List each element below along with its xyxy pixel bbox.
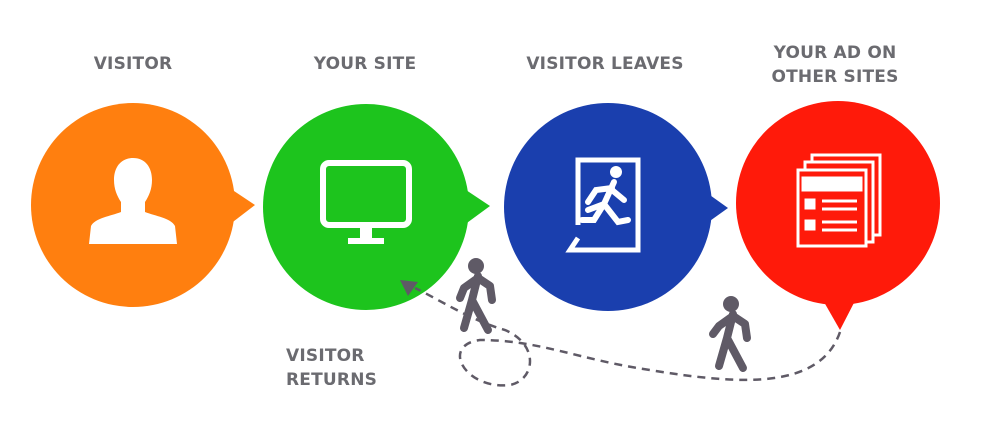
your-ad-bubble: [736, 101, 940, 330]
return-arrowhead: [400, 280, 418, 296]
web-pages-icon: [796, 153, 882, 248]
monitor-icon: [320, 160, 412, 244]
step-label-visitor-leaves: VISITOR LEAVES: [526, 54, 684, 74]
walking-person-icon: [709, 296, 751, 372]
exit-door-icon: [565, 157, 641, 253]
walking-person-icon: [456, 258, 496, 334]
step-label-your-site: YOUR SITE: [313, 54, 417, 74]
step-label-your-ad-line2: OTHER SITES: [771, 67, 899, 87]
your-site-bubble: [263, 104, 490, 310]
user-icon: [89, 158, 177, 244]
visitor-leaves-bubble: [504, 103, 728, 311]
visitor-bubble: [31, 103, 255, 307]
step-label-your-ad: YOUR AD ON OTHER SITES: [745, 41, 925, 89]
visitor-returns-label: VISITOR RETURNS: [286, 346, 378, 390]
step-label-your-ad-line1: YOUR AD ON: [773, 43, 897, 63]
return-path: [414, 286, 842, 387]
step-label-visitor: VISITOR: [93, 54, 173, 74]
